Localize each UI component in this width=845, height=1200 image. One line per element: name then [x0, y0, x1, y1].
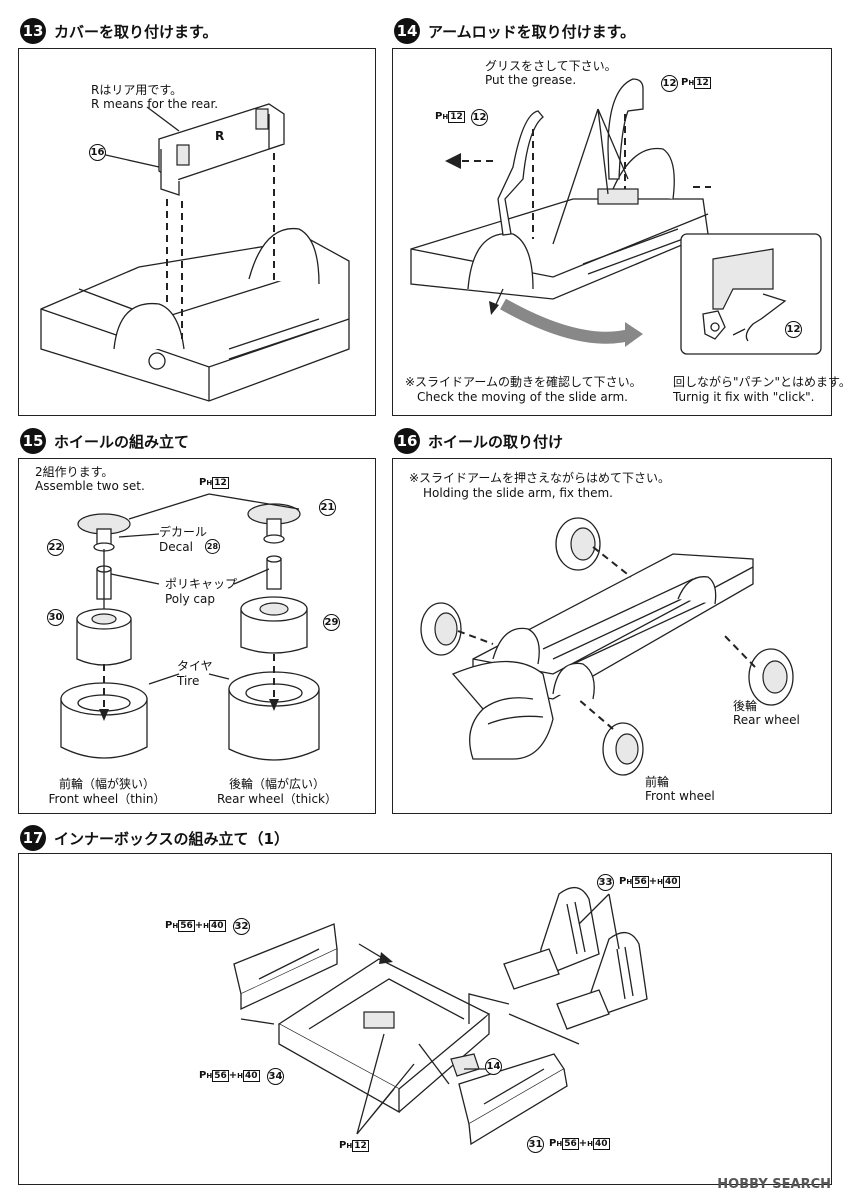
step-number: 14	[394, 18, 420, 44]
step-13-panel: Rはリア用です。 R means for the rear. R 16	[18, 48, 376, 416]
part-14-callout: 14	[485, 1058, 502, 1075]
two-sets-ja: 2組作ります。	[35, 465, 114, 479]
step-title: アームロッドを取り付けます。	[428, 22, 636, 41]
step-number: 15	[20, 428, 46, 454]
slide-check-en: Check the moving of the slide arm.	[417, 390, 628, 404]
front-wheel-ja: 前輪（幅が狭い）	[58, 777, 156, 791]
tire-en: Tire	[177, 674, 200, 688]
part-28-callout: 28	[205, 539, 220, 554]
wheel-assembly-diagram	[60, 493, 320, 761]
front-wheel-ja: 前輪	[645, 775, 670, 789]
grease-ja: グリスをさして下さい。	[485, 59, 617, 73]
cover-diagram	[40, 103, 350, 402]
step-14-header: 14 アームロッドを取り付けます。	[394, 18, 635, 44]
step-13-header: 13 カバーを取り付けます。	[20, 18, 218, 44]
rear-note-ja: Rはリア用です。	[91, 83, 183, 97]
decal-ja: デカール	[159, 525, 208, 539]
rear-wheel-en: Rear wheel	[733, 713, 800, 727]
two-sets-en: Assemble two set.	[35, 479, 145, 493]
inner-box-diagram	[233, 887, 648, 1146]
part-31-callout: 31	[527, 1136, 544, 1153]
part-12-callout-inset: 12	[785, 321, 802, 338]
rear-wheel-en: Rear wheel（thick）	[217, 792, 337, 806]
arm-rod-diagram	[410, 78, 822, 355]
front-wheel-en: Front wheel（thin）	[48, 792, 166, 806]
step-15-header: 15 ホイールの組み立て	[20, 428, 189, 454]
decal-en: Decal	[159, 540, 193, 554]
step-title: インナーボックスの組み立て（1）	[54, 829, 289, 848]
part-16-callout: 16	[89, 144, 106, 161]
step-17-header: 17 インナーボックスの組み立て（1）	[20, 825, 289, 851]
slide-check-ja: ※スライドアームの動きを確認して下さい。	[405, 375, 642, 389]
hold-note-en: Holding the slide arm, fix them.	[423, 486, 613, 500]
part-32-callout: 32	[233, 918, 250, 935]
part-12-callout-right: 12	[661, 75, 678, 92]
grease-en: Put the grease.	[485, 73, 577, 87]
rear-wheel-ja: 後輪	[733, 699, 758, 713]
rear-wheel-ja: 後輪（幅が広い）	[228, 777, 326, 791]
part-29-callout: 29	[323, 614, 340, 631]
step-number: 13	[20, 18, 46, 44]
polycap-ja: ポリキャップ	[165, 577, 238, 591]
r-mark: R	[215, 129, 225, 143]
part-21-callout: 21	[319, 499, 336, 516]
step-number: 17	[20, 825, 46, 851]
part-33-callout: 33	[597, 874, 614, 891]
part-34-callout: 34	[267, 1068, 284, 1085]
wheel-mount-diagram	[420, 517, 794, 776]
step-title: ホイールの取り付け	[428, 432, 564, 451]
step-16-panel: ※スライドアームを押さえながらはめて下さい。 Holding the slide…	[392, 458, 832, 814]
polycap-en: Poly cap	[165, 592, 215, 606]
front-wheel-en: Front wheel	[645, 789, 715, 803]
step-number: 16	[394, 428, 420, 454]
part-22-callout: 22	[47, 539, 64, 556]
rear-note-en: R means for the rear.	[91, 97, 219, 111]
step-16-header: 16 ホイールの取り付け	[394, 428, 563, 454]
step-title: カバーを取り付けます。	[54, 22, 218, 41]
tire-ja: タイヤ	[177, 659, 213, 673]
hold-note-ja: ※スライドアームを押さえながらはめて下さい。	[409, 471, 670, 485]
step-title: ホイールの組み立て	[54, 432, 190, 451]
part-12-callout-left: 12	[471, 109, 488, 126]
watermark-text: HOBBY SEARCH	[717, 1177, 831, 1192]
click-ja: 回しながら"パチン"とはめます。	[673, 375, 845, 389]
part-30-callout: 30	[47, 609, 64, 626]
click-en: Turnig it fix with "click".	[673, 390, 815, 404]
